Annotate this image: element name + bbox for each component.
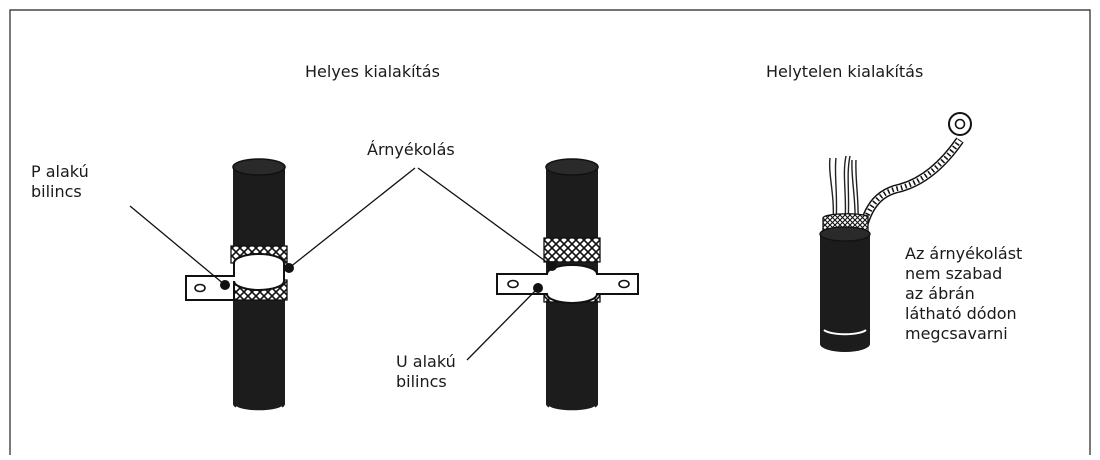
leader-line-shield-left [288, 167, 416, 269]
heading-correct: Helyes kialakítás [305, 62, 440, 81]
figure-border [9, 9, 1091, 455]
p-clamp [185, 253, 285, 301]
label-p-clamp: P alakú bilincs [31, 162, 89, 202]
label-u-clamp: U alakú bilincs [396, 352, 456, 392]
label-line: Az árnyékolást [905, 244, 1023, 263]
label-line: látható dódon [905, 304, 1017, 323]
label-line: az ábrán [905, 284, 975, 303]
label-line: P alakú [31, 162, 89, 181]
leader-line-p-clamp [129, 205, 226, 286]
shield-braid-upper [543, 237, 601, 263]
label-shield: Árnyékolás [367, 140, 455, 159]
heading-incorrect: Helytelen kialakítás [766, 62, 924, 81]
label-warning: Az árnyékolást nem szabad az ábrán látha… [905, 244, 1022, 344]
leader-line-shield-right [417, 167, 553, 267]
label-line: megcsavarni [905, 324, 1008, 343]
clamp-hole-icon [618, 279, 630, 289]
cable-p-clamp [185, 158, 294, 413]
label-line: bilincs [31, 182, 82, 201]
label-line: bilincs [396, 372, 447, 391]
label-line: U alakú [396, 352, 456, 371]
cable-u-clamp [496, 158, 639, 413]
clamp-hole-icon [507, 279, 519, 289]
label-line: nem szabad [905, 264, 1003, 283]
cable-incorrect [819, 112, 972, 352]
leader-line-u-clamp [466, 287, 539, 361]
clamp-hole-icon [194, 283, 206, 293]
